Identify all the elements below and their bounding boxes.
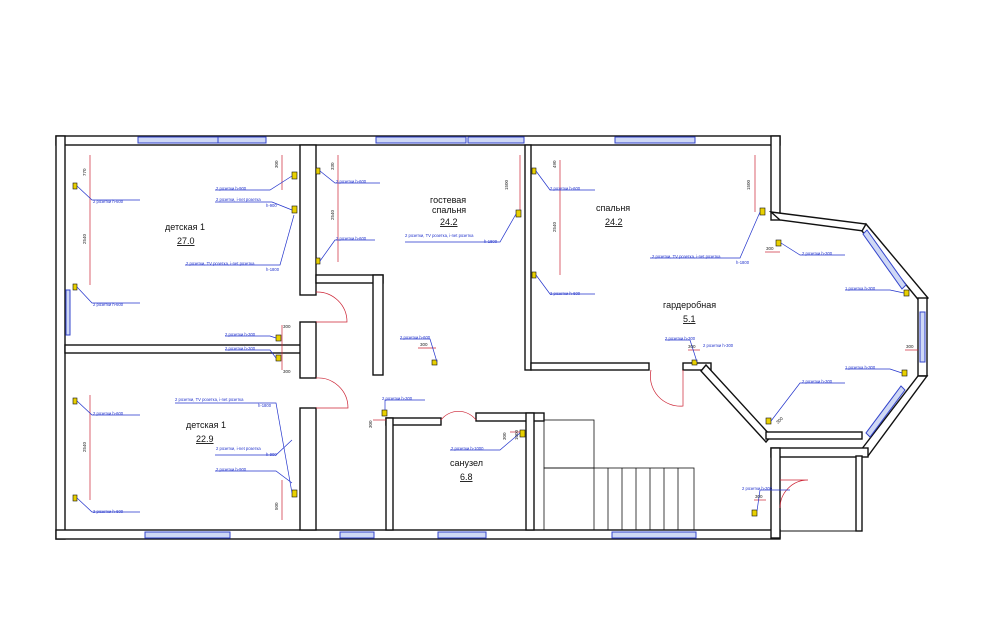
- dimension-text: 300: [283, 369, 291, 374]
- socket-note: 1 розетка h-300: [845, 365, 876, 370]
- socket-notes: 2 розетки h-600 2 розетки h-600 2 розетк…: [93, 179, 876, 514]
- room-area-bedroom: 24.2: [605, 217, 623, 227]
- dimension-text: 300: [420, 342, 428, 347]
- room-area-guest: 24.2: [440, 217, 458, 227]
- socket-note: 2 розетки h-300: [742, 486, 773, 491]
- dimension-text: 2540: [552, 221, 557, 232]
- dimension-text: 300: [906, 344, 914, 349]
- socket-note: 2 розетки, TV розетка, i-net розетка: [186, 261, 255, 266]
- socket-note: 2 розетки h-600: [400, 335, 431, 340]
- dimension-text: 300: [502, 432, 507, 440]
- socket-note: 2 розетки h-600: [336, 236, 367, 241]
- doors: [315, 291, 809, 509]
- dimension-text: 330: [330, 162, 335, 170]
- socket-note: h-900: [266, 452, 277, 457]
- socket-note: 2 розетки h-600: [93, 411, 124, 416]
- socket-note: 1 розетка h-300: [845, 286, 876, 291]
- socket-note: 2 розетки, i-net розетка: [216, 197, 261, 202]
- socket-note: 2 розетки, i-net розетка: [216, 446, 261, 451]
- socket-note: 2 розетки, TV розетка, i-net розетка: [652, 254, 721, 259]
- socket-note: 2 розетки h-600: [550, 186, 581, 191]
- room-name-child1: детская 1: [165, 222, 205, 232]
- socket-note: 2 розетки h-900: [216, 186, 247, 191]
- dimension-text: 2540: [330, 209, 335, 220]
- room-name-bathroom: санузел: [450, 458, 483, 468]
- windows: [65, 136, 926, 539]
- dimension-text: 300: [775, 416, 784, 425]
- dimension-text: 500: [274, 502, 279, 510]
- socket-note: 2 розетки h-600: [336, 179, 367, 184]
- dimension-text: 2540: [82, 233, 87, 244]
- dimension-text: 490: [552, 160, 557, 168]
- socket-note: 2 розетки h-600: [93, 509, 124, 514]
- leader-lines: [76, 170, 905, 513]
- dimension-lines: [89, 155, 918, 520]
- socket-note: 2 розетки h-300: [225, 332, 256, 337]
- socket-note: 2 розетки h-900: [216, 467, 247, 472]
- dimension-text: 300: [688, 344, 696, 349]
- room-labels: детская 1 27.0 детская 1 22.9 гостевая с…: [165, 195, 716, 482]
- socket-note: 2 розетки h-300: [802, 251, 833, 256]
- socket-note: 2 розетки h-600: [93, 302, 124, 307]
- socket-note: 2 розетки h-600: [93, 199, 124, 204]
- dimension-text: 300: [283, 324, 291, 329]
- room-area-bathroom: 6.8: [460, 472, 473, 482]
- dimension-text: 300: [274, 160, 279, 168]
- socket-note: 2 розетки h-300: [802, 379, 833, 384]
- room-area-child2: 22.9: [196, 434, 214, 444]
- socket-note: h-1800: [266, 267, 280, 272]
- socket-note: 2 розетки h-300: [382, 396, 413, 401]
- dimension-text: 2540: [82, 441, 87, 452]
- socket-note: 2 розетки, TV розетка, i-net розетка: [405, 233, 474, 238]
- room-name-child2: детская 1: [186, 420, 226, 430]
- socket-note: h-1800: [484, 239, 498, 244]
- outer-walls: [55, 135, 930, 540]
- dimension-text: 1000: [514, 429, 519, 440]
- room-name-bedroom: спальня: [596, 203, 630, 213]
- socket-note: 2 розетки h-300: [703, 343, 734, 348]
- dimension-text: 300: [766, 246, 774, 251]
- socket-note: 2 розетки h-600: [550, 291, 581, 296]
- staircase: [543, 419, 695, 531]
- socket-note: 2 розетки h-300: [665, 336, 696, 341]
- room-area-wardrobe: 5.1: [683, 314, 696, 324]
- dimension-text: 770: [82, 168, 87, 176]
- room-name-guest-2: спальня: [432, 205, 466, 215]
- dimension-labels: 770 2540 300 300 300 2540 500 330 2540 1…: [82, 160, 914, 510]
- socket-note: 2 розетки h-300: [225, 346, 256, 351]
- dimension-text: 1500: [504, 179, 509, 190]
- socket-note: h-1800: [258, 403, 272, 408]
- dimension-text: 300: [755, 494, 763, 499]
- socket-note: 2 розетки h-1000: [451, 446, 484, 451]
- dimension-text: 1500: [746, 179, 751, 190]
- room-name-guest-1: гостевая: [430, 195, 466, 205]
- dimension-text: 300: [368, 420, 373, 428]
- socket-note: h-900: [266, 203, 277, 208]
- socket-note: 2 розетки, TV розетка, i-net розетка: [175, 397, 244, 402]
- socket-note: h-1800: [736, 260, 750, 265]
- inner-walls: [64, 144, 863, 531]
- room-area-child1: 27.0: [177, 236, 195, 246]
- room-name-wardrobe: гардеробная: [663, 300, 716, 310]
